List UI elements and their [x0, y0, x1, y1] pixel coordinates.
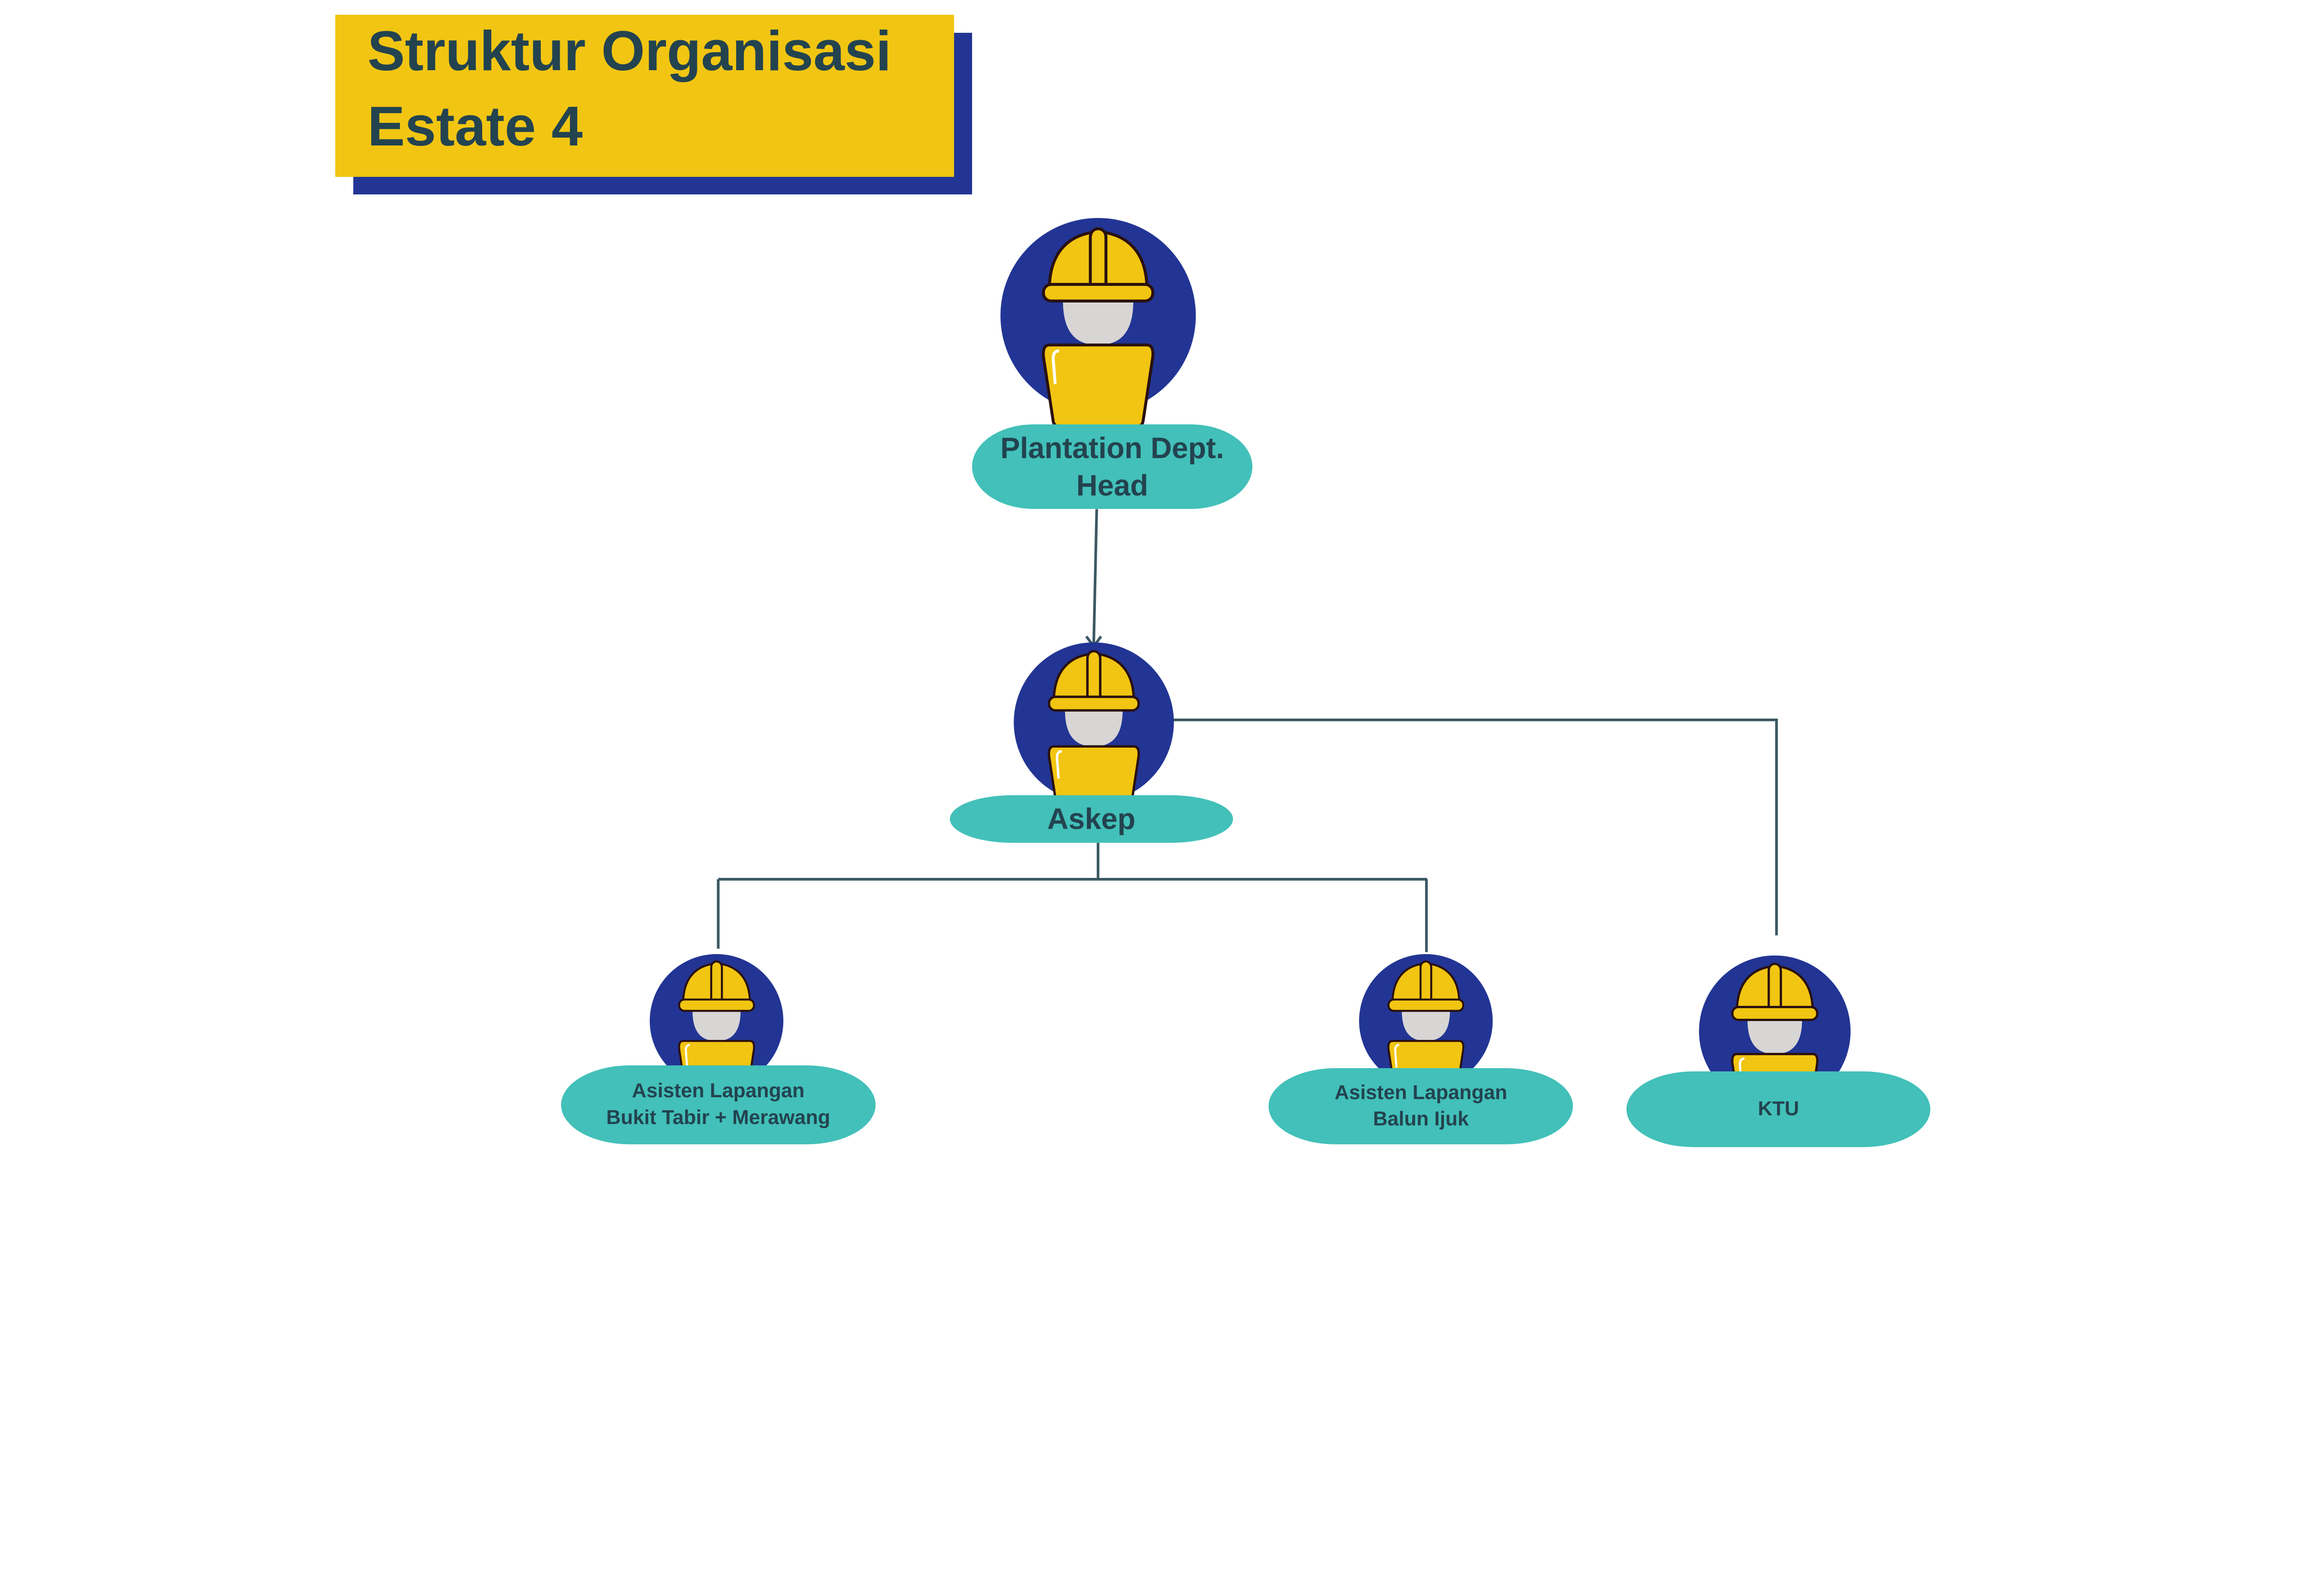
node-label: Asisten Lapangan: [632, 1080, 805, 1102]
org-chart: Struktur Organisasi Estate 4: [335, 13, 1931, 1148]
node-label: KTU: [1758, 1098, 1799, 1120]
title-line-1: Struktur Organisasi: [367, 19, 892, 82]
node-askep[interactable]: Askep: [949, 795, 1233, 843]
node-ktu[interactable]: KTU: [1626, 1071, 1931, 1148]
node-asisten-lapangan-bukit-tabir[interactable]: Asisten Lapangan Bukit Tabir + Merawang: [561, 1065, 876, 1144]
worker-icon: [1000, 218, 1196, 425]
node-plantation-dept-head[interactable]: Plantation Dept. Head: [972, 424, 1252, 509]
node-label: Askep: [1047, 803, 1136, 836]
title-line-2: Estate 4: [367, 94, 583, 157]
connector-askep-ktu: [1173, 718, 1778, 936]
node-label: Bukit Tabir + Merawang: [606, 1106, 830, 1129]
node-asisten-lapangan-balun-ijuk[interactable]: Asisten Lapangan Balun Ijuk: [1269, 1068, 1573, 1144]
node-label: Asisten Lapangan: [1335, 1081, 1507, 1104]
node-label: Head: [1076, 469, 1148, 502]
node-label: Balun Ijuk: [1373, 1108, 1469, 1130]
worker-icon: [1014, 642, 1174, 812]
connector-lines: [717, 509, 1778, 952]
connector-head-askep: [1092, 509, 1098, 645]
title-box: [335, 14, 954, 177]
page-title: Struktur Organisasi Estate 4: [368, 13, 891, 164]
node-label: Plantation Dept.: [1000, 431, 1224, 465]
